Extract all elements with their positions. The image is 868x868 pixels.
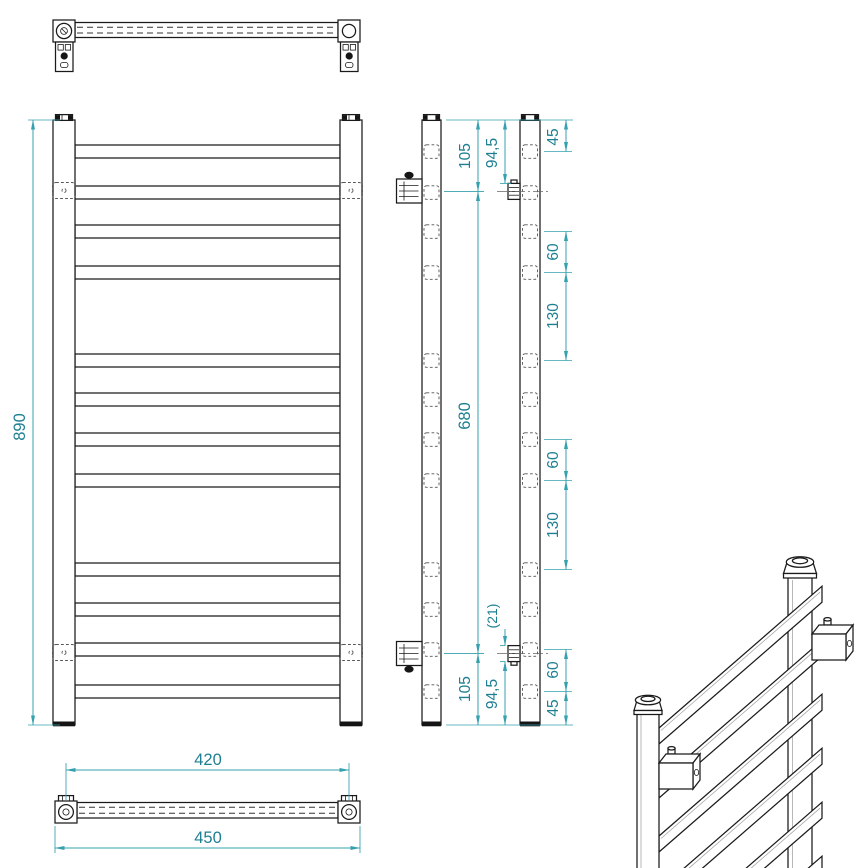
rung — [74, 432, 341, 447]
dim-label-21: (21) — [484, 604, 500, 629]
bracket-hole — [846, 640, 853, 648]
dim-label-105-top: 105 — [457, 143, 474, 169]
dim-label-45-top: 45 — [545, 128, 562, 145]
dim-label-680: 680 — [456, 402, 474, 430]
rung — [74, 562, 341, 577]
bracket-hole — [693, 769, 700, 777]
dim-label-60: 60 — [545, 243, 562, 261]
tube-top-cap — [54, 113, 74, 122]
rung — [74, 642, 341, 657]
dim-label-945-bottom: 94,5 — [484, 679, 501, 709]
vertical-tube-left — [52, 119, 76, 726]
top-view — [52, 19, 361, 73]
hidden-rung-ends — [522, 144, 538, 699]
screw-icon — [404, 665, 414, 673]
persp-bracket-left — [657, 745, 702, 791]
bracket-stub-top — [507, 179, 521, 201]
rung — [74, 224, 341, 239]
side-tube — [421, 119, 442, 726]
wall-bracket-side-top — [395, 171, 423, 204]
dim-label-130: 130 — [545, 512, 562, 538]
screw-icon — [60, 52, 68, 60]
rung — [74, 185, 341, 200]
persp-tube-left — [636, 712, 660, 868]
wall-bracket-top-right — [339, 41, 359, 73]
front-view — [52, 113, 363, 727]
rung — [74, 353, 341, 368]
air-vent-cap — [52, 19, 76, 43]
dimension-overall-width: 450 — [54, 826, 361, 853]
pipe-plug-cap — [337, 19, 361, 43]
vertical-tube-right — [339, 119, 363, 726]
dim-label-450: 450 — [194, 829, 222, 847]
rung — [74, 144, 341, 159]
wall-bracket-side-bottom — [395, 640, 423, 673]
side-tube — [519, 119, 541, 726]
rung — [74, 684, 341, 699]
screw-icon — [345, 52, 353, 60]
dim-label-945-top: 94,5 — [484, 138, 501, 168]
bracket-marker — [52, 182, 76, 199]
tube-bottom-cap — [53, 721, 75, 727]
dim-label-45-bottom: 45 — [545, 699, 562, 716]
rung-set — [74, 144, 341, 699]
dimension-bracket-chain: 105 680 105 94,5 94,5 (21) — [444, 119, 573, 726]
bracket-marker — [339, 644, 363, 661]
bracket-marker — [339, 182, 363, 199]
dim-label-105-bottom: 105 — [457, 676, 474, 702]
dim-label-60: 60 — [545, 661, 562, 679]
hidden-rung-ends — [423, 144, 440, 699]
rung — [74, 265, 341, 280]
dim-label-60: 60 — [545, 451, 562, 469]
bottom-tube-horizontal — [76, 801, 339, 819]
persp-cap-left — [633, 694, 663, 716]
bracket-stub-bottom — [507, 644, 521, 666]
side-view-bracket-side — [395, 113, 442, 727]
tube-bottom-cap — [340, 721, 362, 727]
dimension-pipe-centres: 420 — [65, 751, 350, 800]
dimension-overall-height: 890 — [11, 119, 60, 726]
rung — [74, 602, 341, 617]
rung — [74, 392, 341, 407]
top-tube-horizontal — [74, 21, 339, 39]
rung — [74, 473, 341, 488]
dimension-rung-spacing: 45 60 130 60 130 60 45 — [544, 119, 572, 726]
perspective-view — [633, 556, 855, 868]
tube-top-cap — [341, 113, 361, 122]
screw-icon — [404, 171, 414, 179]
bracket-marker — [52, 644, 76, 661]
bottom-view: 420 450 — [54, 751, 361, 853]
dim-label-890: 890 — [11, 413, 29, 441]
wall-bracket-top-left — [54, 41, 74, 73]
persp-cap-right — [782, 556, 818, 579]
dim-label-130: 130 — [545, 303, 562, 329]
side-view-spacing-side — [497, 113, 550, 727]
persp-bracket-right — [810, 616, 855, 662]
dim-label-420: 420 — [194, 751, 222, 769]
